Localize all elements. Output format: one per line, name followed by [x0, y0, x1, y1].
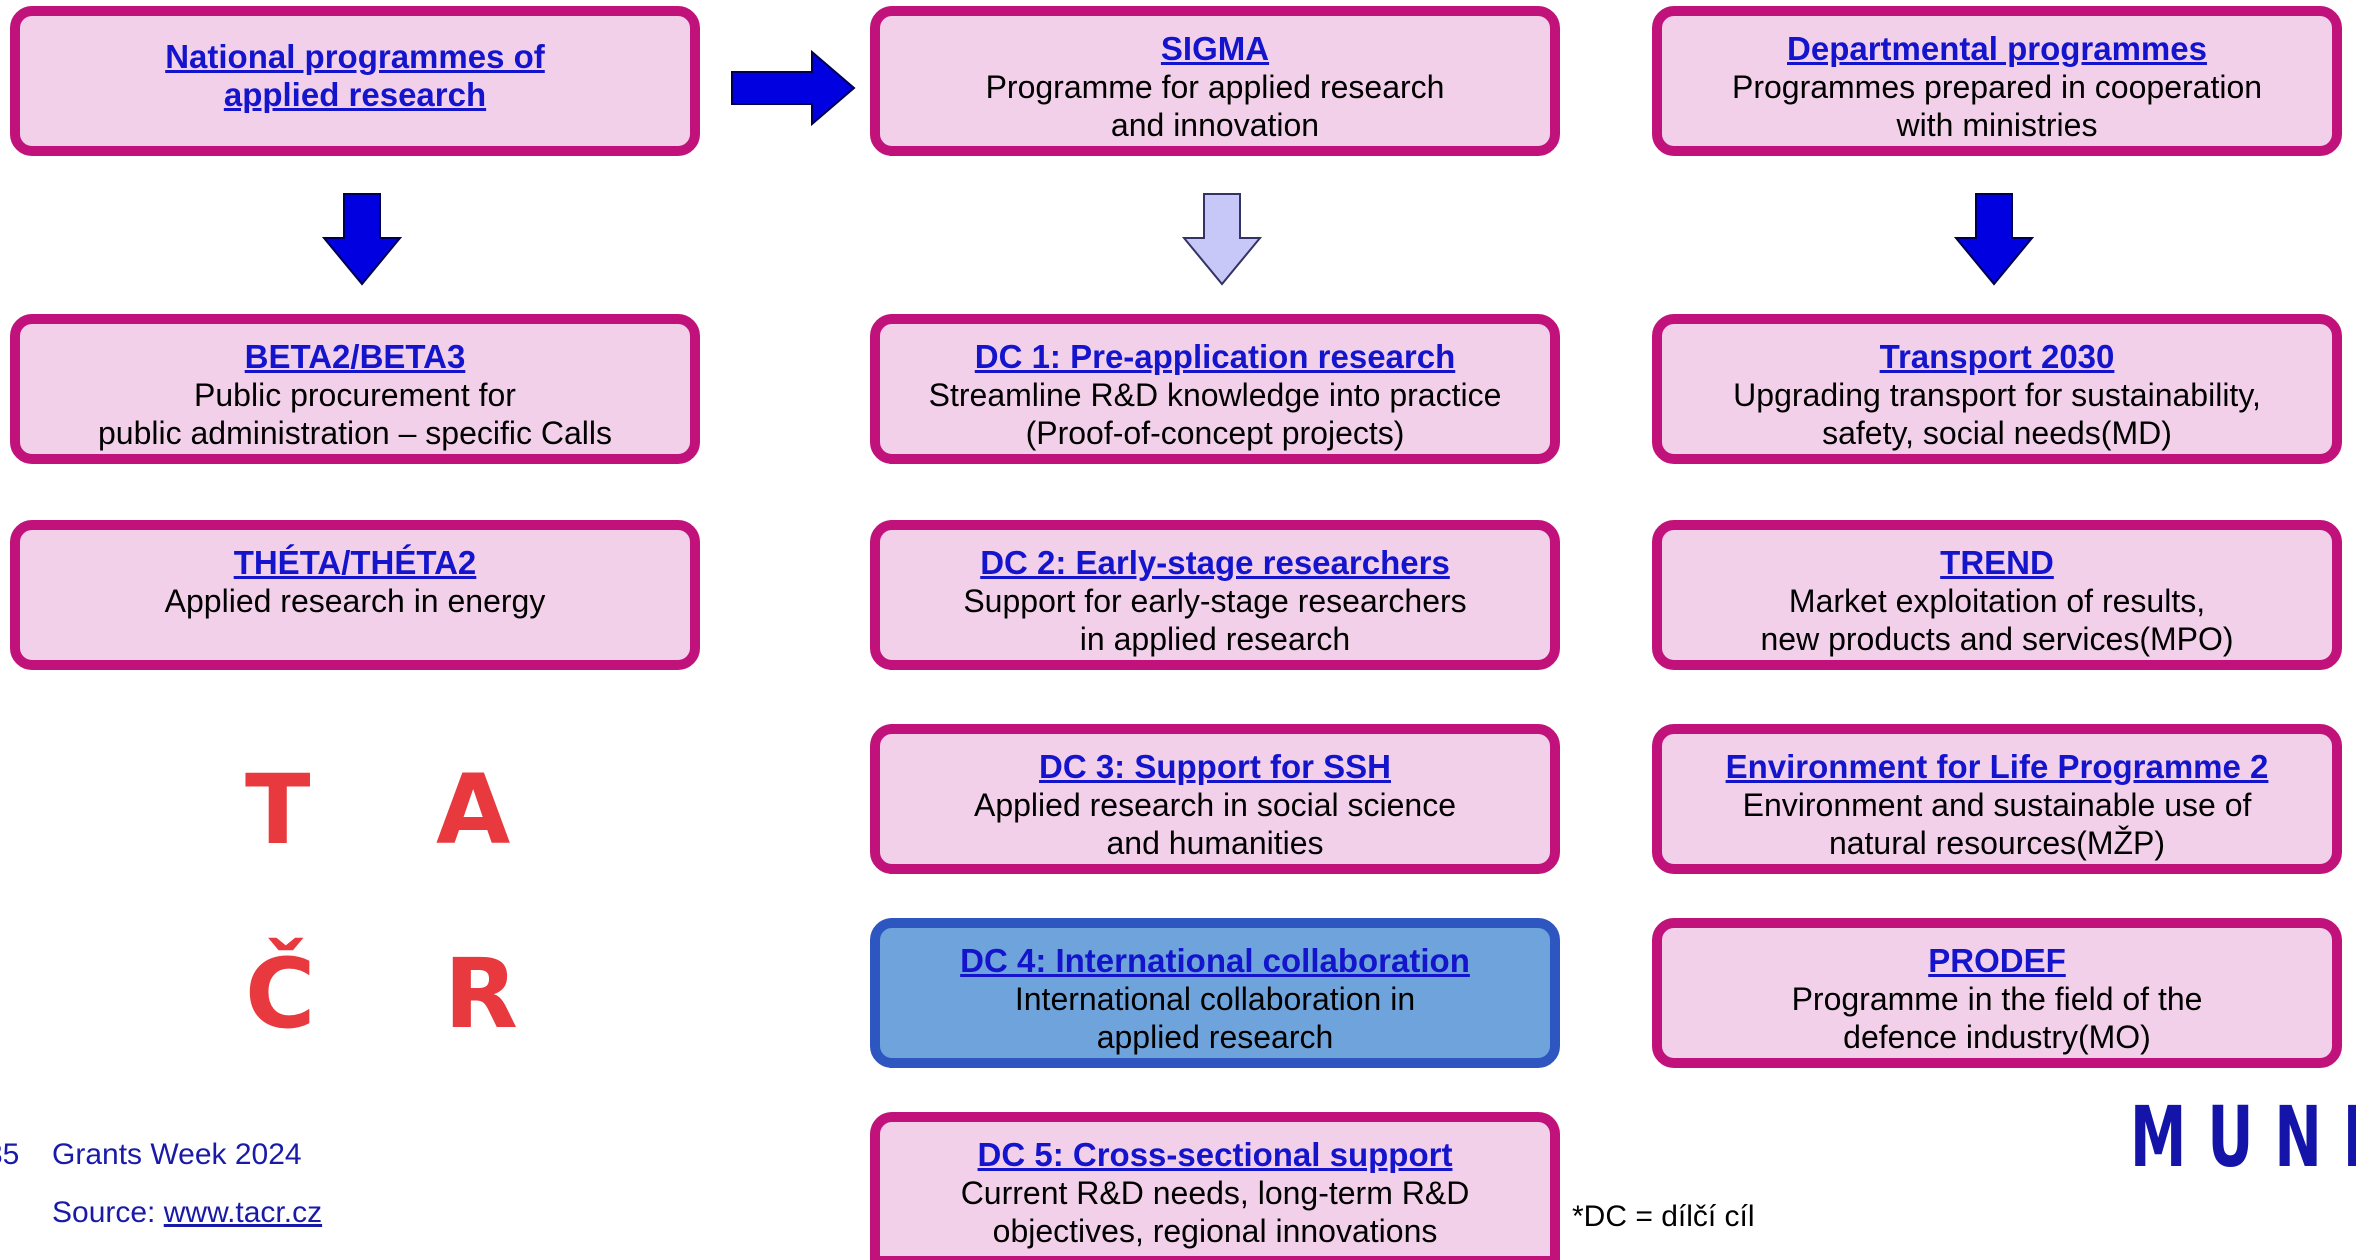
- box-dc4: DC 4: International collaboration Intern…: [870, 918, 1560, 1068]
- prodef-description: Programme in the field of the defence in…: [1791, 981, 2203, 1055]
- box-sigma: SIGMA Programme for applied research and…: [870, 6, 1560, 156]
- box-dc1: DC 1: Pre-application research Streamlin…: [870, 314, 1560, 464]
- source-line: Source: www.tacr.cz: [52, 1196, 322, 1230]
- theta-description: Applied research in energy: [164, 583, 546, 619]
- beta-description: Public procurement for public administra…: [98, 377, 612, 451]
- down-arrow-icon: [1954, 193, 2034, 286]
- box-beta: BETA2/BETA3 Public procurement for publi…: [10, 314, 700, 464]
- beta-link[interactable]: BETA2/BETA3: [244, 338, 466, 375]
- box-dc2: DC 2: Early-stage researchers Support fo…: [870, 520, 1560, 670]
- logo-letter-c: Č: [245, 938, 316, 1050]
- transport-2030-description: Upgrading transport for sustainability, …: [1733, 377, 2261, 451]
- logo-letter-r: R: [444, 938, 518, 1050]
- transport-2030-link[interactable]: Transport 2030: [1879, 338, 2115, 375]
- dc3-link[interactable]: DC 3: Support for SSH: [1039, 748, 1391, 785]
- box-departmental-programmes: Departmental programmes Programmes prepa…: [1652, 6, 2342, 156]
- departmental-programmes-link[interactable]: Departmental programmes: [1787, 30, 2207, 67]
- page-number: 35: [0, 1138, 20, 1171]
- environment-description: Environment and sustainable use of natur…: [1742, 787, 2252, 861]
- box-prodef: PRODEF Programme in the field of the def…: [1652, 918, 2342, 1068]
- dc5-link[interactable]: DC 5: Cross-sectional support: [977, 1136, 1453, 1173]
- national-programmes-link[interactable]: National programmes of applied research: [165, 38, 545, 113]
- departmental-description: Programmes prepared in cooperation with …: [1731, 69, 2263, 143]
- dc5-description: Current R&D needs, long-term R&D objecti…: [960, 1175, 1470, 1249]
- box-trend: TREND Market exploitation of results, ne…: [1652, 520, 2342, 670]
- box-national-programmes: National programmes of applied research: [10, 6, 700, 156]
- dc-footnote: *DC = dílčí cíl: [1572, 1200, 1755, 1233]
- box-environment: Environment for Life Programme 2 Environ…: [1652, 724, 2342, 874]
- trend-link[interactable]: TREND: [1940, 544, 2054, 581]
- logo-letter-a: A: [436, 754, 511, 866]
- box-dc5: DC 5: Cross-sectional support Current R&…: [870, 1112, 1560, 1260]
- muni-logo: MUNI: [2130, 1088, 2356, 1186]
- source-label: Source:: [52, 1196, 156, 1229]
- box-transport-2030: Transport 2030 Upgrading transport for s…: [1652, 314, 2342, 464]
- logo-letter-t: T: [245, 754, 311, 866]
- box-dc3: DC 3: Support for SSH Applied research i…: [870, 724, 1560, 874]
- dc2-link[interactable]: DC 2: Early-stage researchers: [980, 544, 1450, 581]
- dc4-description: International collaboration in applied r…: [1014, 981, 1416, 1055]
- sigma-link[interactable]: SIGMA: [1160, 30, 1270, 67]
- theta-link[interactable]: THÉTA/THÉTA2: [233, 544, 477, 581]
- prodef-link[interactable]: PRODEF: [1928, 942, 2066, 979]
- down-arrow-light-icon: [1182, 193, 1262, 286]
- source-link[interactable]: www.tacr.cz: [163, 1196, 323, 1229]
- dc1-link[interactable]: DC 1: Pre-application research: [974, 338, 1456, 375]
- dc4-link[interactable]: DC 4: International collaboration: [960, 942, 1470, 979]
- dc3-description: Applied research in social science and h…: [973, 787, 1457, 861]
- event-name: Grants Week 2024: [52, 1138, 302, 1171]
- box-theta: THÉTA/THÉTA2 Applied research in energy: [10, 520, 700, 670]
- dc1-description: Streamline R&D knowledge into practice (…: [928, 377, 1502, 451]
- environment-link[interactable]: Environment for Life Programme 2: [1725, 748, 2269, 785]
- sigma-description: Programme for applied research and innov…: [985, 69, 1445, 143]
- dc2-description: Support for early-stage researchers in a…: [963, 583, 1467, 657]
- trend-description: Market exploitation of results, new prod…: [1760, 583, 2234, 657]
- right-arrow-icon: [731, 50, 856, 126]
- down-arrow-icon: [322, 193, 402, 286]
